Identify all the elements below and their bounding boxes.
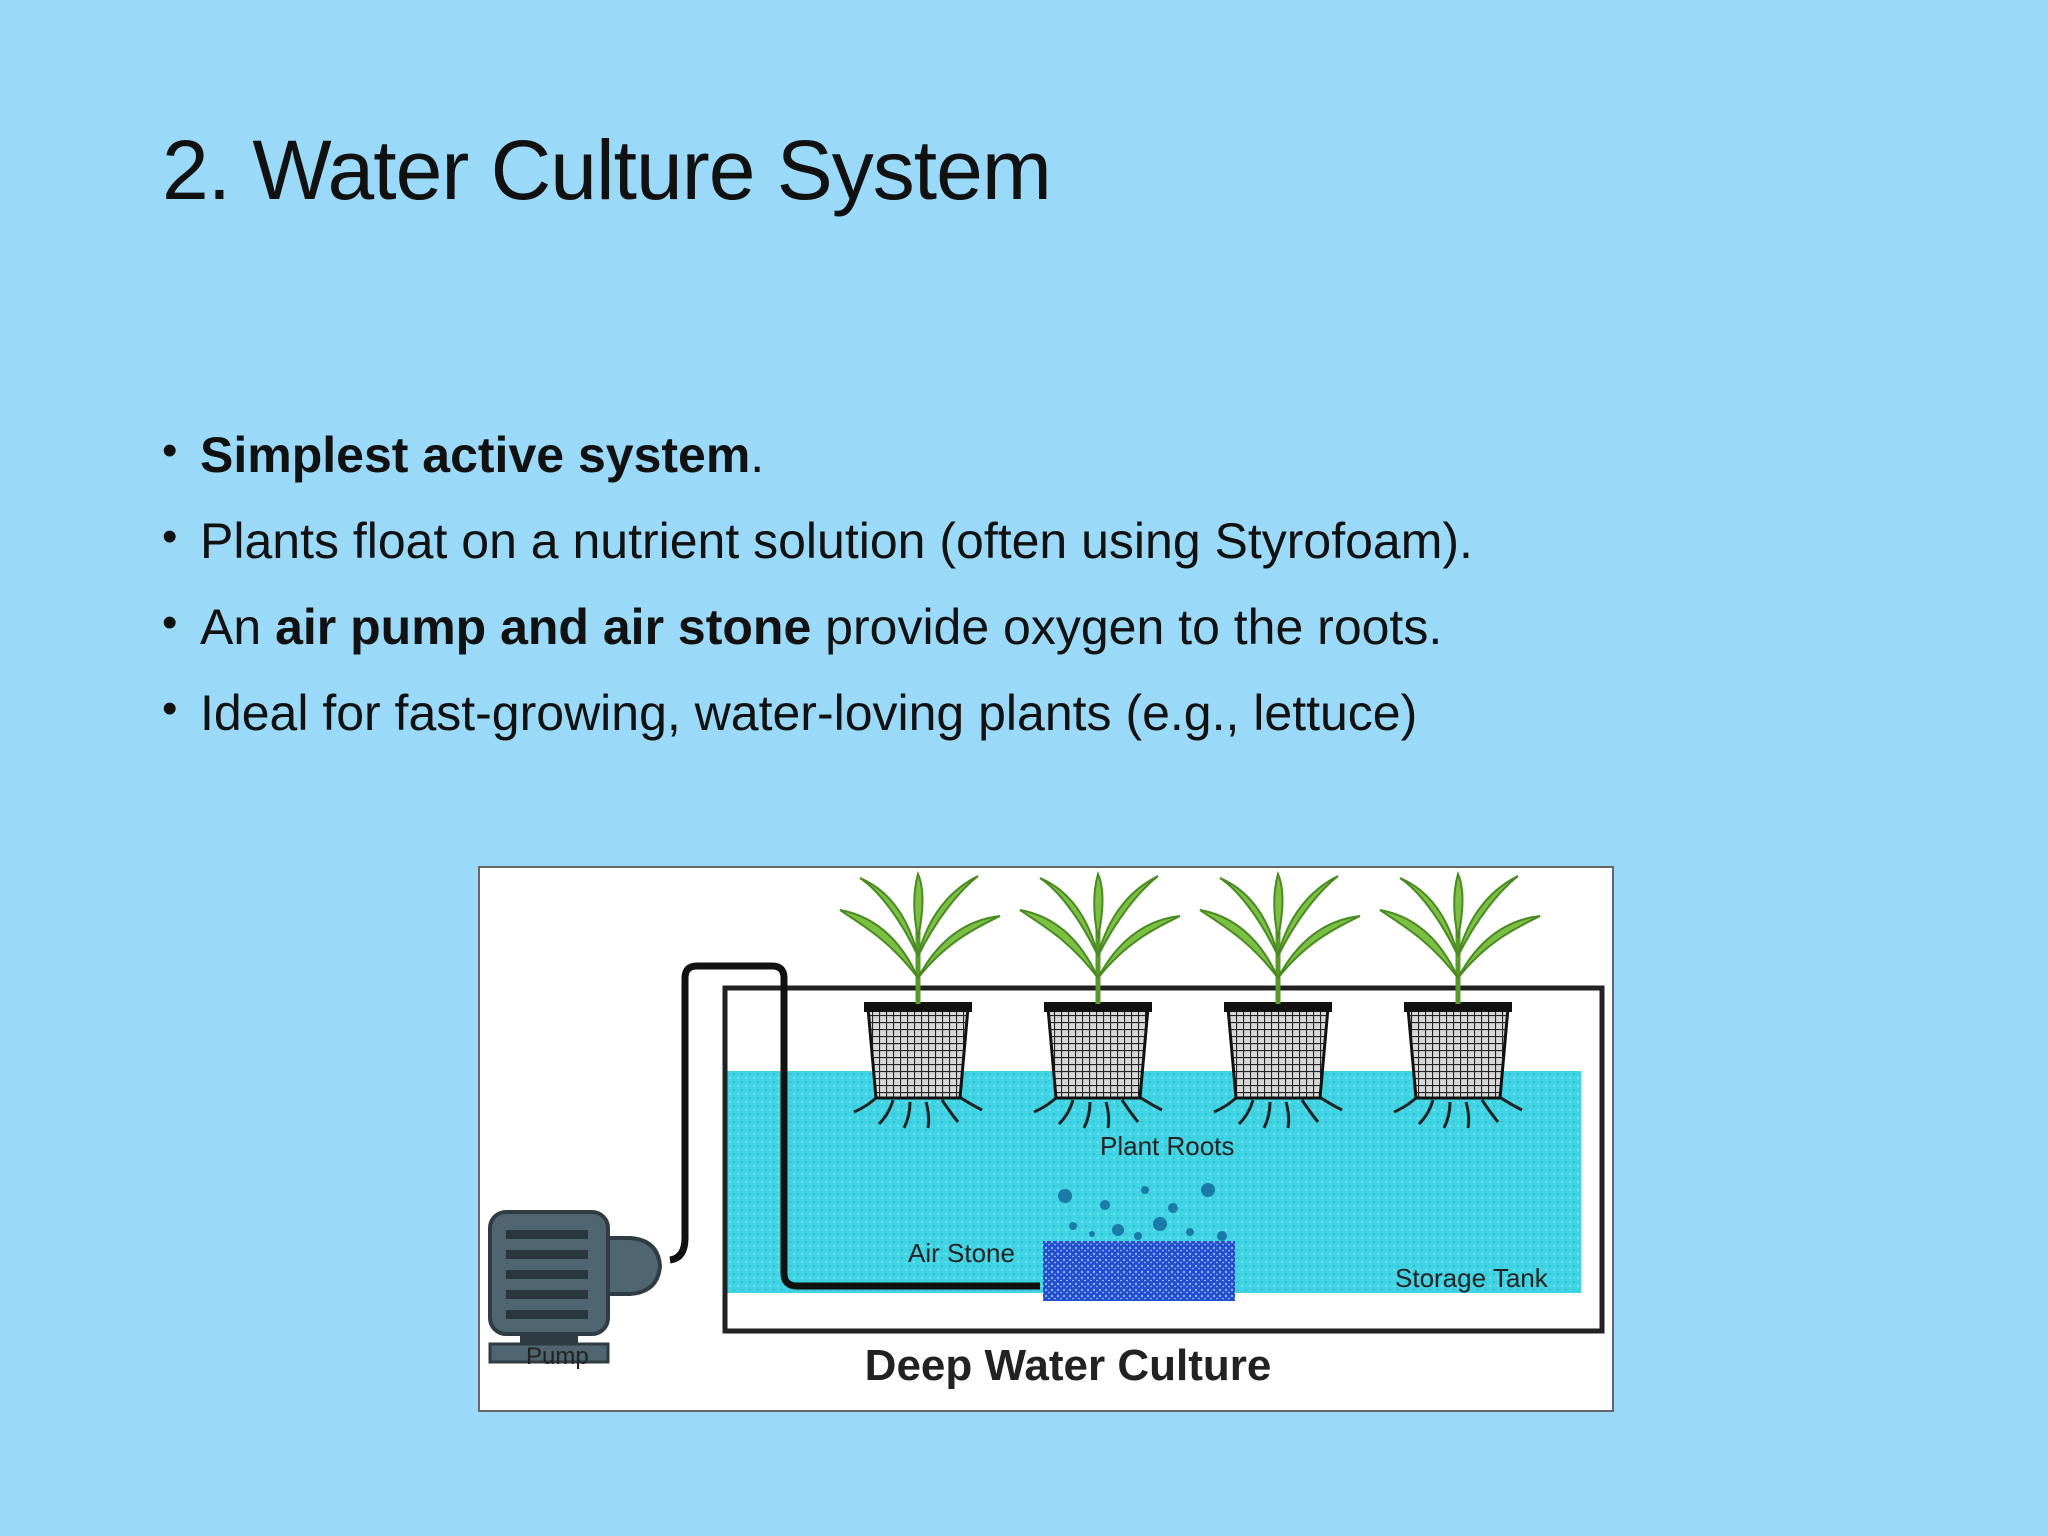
- plant-2: [1019, 871, 1181, 1129]
- bullet-list: Simplest active system. Plants float on …: [162, 408, 1862, 756]
- bullet-text-bold: Simplest active system: [200, 427, 751, 483]
- slide-title: 2. Water Culture System: [162, 123, 1052, 217]
- storage-tank-label: Storage Tank: [1395, 1263, 1549, 1293]
- plant-1: [839, 871, 1001, 1129]
- bullet-text: An: [200, 599, 276, 655]
- plants: [839, 871, 1541, 1129]
- bullet-item: Plants float on a nutrient solution (oft…: [162, 494, 1862, 584]
- dwc-diagram: Plant Roots Air Stone Storage Tank Pump …: [478, 866, 1614, 1412]
- air-tube: [669, 962, 1040, 1290]
- air-bubbles: [1058, 1183, 1227, 1241]
- air-stone: [1043, 1241, 1235, 1301]
- plant-3: [1199, 871, 1361, 1129]
- air-stone-label: Air Stone: [908, 1238, 1015, 1268]
- bullet-text-bold: air pump and air stone: [275, 599, 812, 655]
- pump-icon: [488, 1210, 663, 1364]
- bullet-text: Ideal for fast-growing, water-loving pla…: [200, 685, 1418, 741]
- pump-label: Pump: [526, 1343, 589, 1370]
- bullet-text: .: [750, 427, 765, 483]
- bullet-item: An air pump and air stone provide oxygen…: [162, 580, 1862, 670]
- storage-tank: [722, 985, 1605, 1334]
- dwc-diagram-svg: Plant Roots Air Stone Storage Tank Pump …: [488, 871, 1605, 1390]
- diagram-caption: Deep Water Culture: [865, 1341, 1272, 1390]
- bullet-item: Ideal for fast-growing, water-loving pla…: [162, 666, 1862, 756]
- bullet-item: Simplest active system.: [162, 408, 1862, 498]
- plant-roots-label: Plant Roots: [1100, 1131, 1234, 1161]
- bullet-text: provide oxygen to the roots.: [811, 599, 1443, 655]
- bullet-text: Plants float on a nutrient solution (oft…: [200, 513, 1473, 569]
- plant-4: [1379, 871, 1541, 1129]
